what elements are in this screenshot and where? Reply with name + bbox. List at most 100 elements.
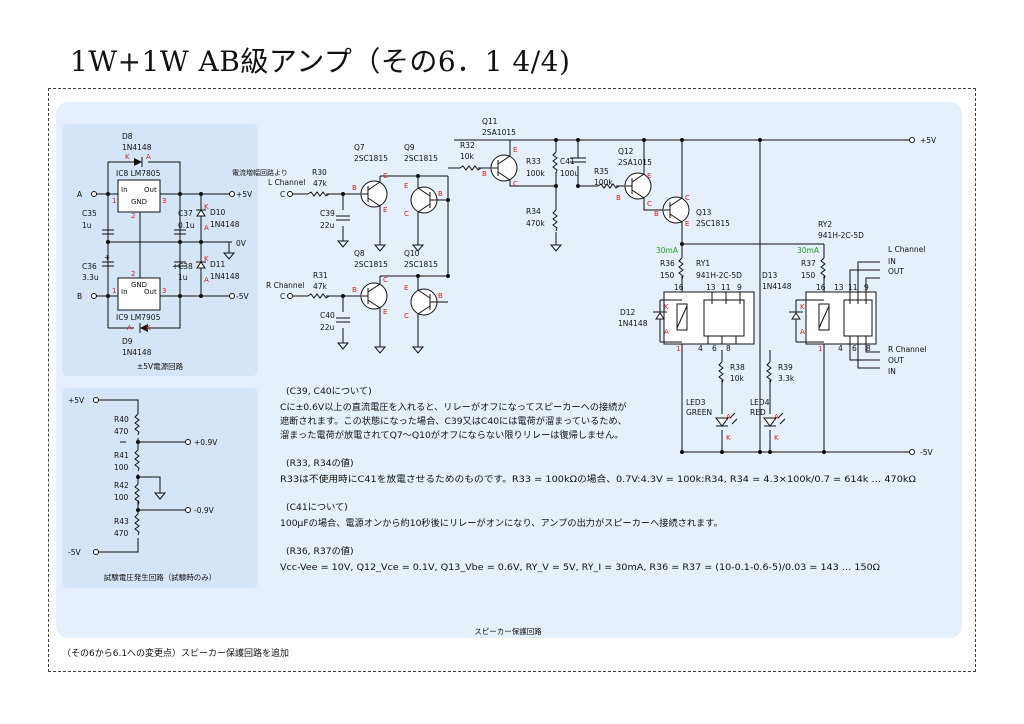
q8-part: 2SC1815 bbox=[354, 260, 388, 269]
r38-label: R38 bbox=[730, 363, 745, 372]
d12-label: D12 bbox=[620, 308, 636, 317]
sheet-border bbox=[48, 88, 976, 672]
q7-label: Q7 bbox=[354, 143, 365, 152]
r36-value: 150 bbox=[660, 271, 675, 280]
ry2-pin11: 11 bbox=[848, 283, 858, 292]
q12-label: Q12 bbox=[618, 147, 634, 156]
q9-label: Q9 bbox=[404, 143, 415, 152]
q12-b: B bbox=[616, 194, 621, 202]
ic9-pin-in: In bbox=[121, 288, 128, 296]
q7-e: E bbox=[383, 206, 387, 214]
r43-label: R43 bbox=[114, 517, 129, 526]
note-p4: Vcc-Vee = 10V, Q12_Vce = 0.1V, Q13_Vbe =… bbox=[280, 562, 880, 573]
ry1-pin4: 4 bbox=[698, 344, 703, 353]
d10-label: D10 bbox=[210, 208, 226, 217]
c40-value: 22u bbox=[320, 323, 335, 332]
q10-c: C bbox=[404, 312, 409, 320]
lch-in: IN bbox=[888, 257, 896, 266]
q12-c: C bbox=[647, 200, 652, 208]
test-p09: +0.9V bbox=[194, 438, 218, 447]
q11-b: B bbox=[482, 170, 487, 178]
ic8-pin-gnd: GND bbox=[131, 198, 147, 206]
ry1-value: 941H-2C-5D bbox=[696, 271, 742, 280]
d11-a: A bbox=[204, 276, 209, 284]
r35-value: 100k bbox=[594, 178, 613, 187]
q13-c: C bbox=[685, 194, 690, 202]
power-caption: ±5V電源回路 bbox=[137, 361, 184, 371]
d11-value: 1N4148 bbox=[210, 272, 240, 281]
led4-label: LED4 bbox=[750, 398, 770, 407]
r35-label: R35 bbox=[594, 167, 609, 176]
q8-label: Q8 bbox=[354, 249, 365, 258]
note-p1c: 溜まった電荷が放電されてQ7〜Q10がオフにならない限りリレーは復帰しません。 bbox=[280, 429, 623, 441]
d11-k: K bbox=[204, 255, 209, 263]
note-h1: (C39, C40について) bbox=[286, 386, 372, 397]
ic9-label: IC9 LM7905 bbox=[116, 313, 161, 322]
ic9-pin3-num: 3 bbox=[162, 287, 166, 295]
src-label: 電流増幅回路より bbox=[232, 168, 288, 177]
r42-label: R42 bbox=[114, 481, 129, 490]
r32-label: R32 bbox=[460, 141, 475, 150]
lch-c-label: C bbox=[280, 190, 285, 199]
q10-b: B bbox=[438, 292, 443, 300]
c36-plus: + bbox=[104, 253, 110, 262]
rail-m5: -5V bbox=[920, 448, 933, 457]
d10-a: A bbox=[204, 224, 209, 232]
r34-value: 470k bbox=[526, 219, 545, 228]
q8-e: E bbox=[383, 308, 387, 316]
main-panel bbox=[56, 102, 962, 638]
ry1-pin13: 13 bbox=[706, 283, 716, 292]
rch-out: OUT bbox=[888, 356, 904, 365]
d13-value: 1N4148 bbox=[762, 282, 792, 291]
rch-out-label: R Channel bbox=[888, 345, 926, 354]
note-p2: R33は不使用時にC41を放電させるためのものです。R33 = 100kΩの場合… bbox=[280, 473, 916, 485]
r32-value: 10k bbox=[460, 152, 475, 161]
q11-e: E bbox=[513, 146, 517, 154]
psu-out-p5: +5V bbox=[236, 190, 253, 199]
d9-value: 1N4148 bbox=[122, 348, 152, 357]
q10-e: E bbox=[404, 284, 408, 292]
q13-b: B bbox=[654, 210, 659, 218]
c36-label: C36 bbox=[82, 262, 97, 271]
protect-caption: スピーカー保護回路 bbox=[474, 626, 542, 636]
ic8-pin2-num: 2 bbox=[131, 212, 135, 220]
r30-value: 47k bbox=[313, 179, 328, 188]
note-p1b: 遮断されます。この状態になった場合、C39又はC40には電荷が溜まっているため、 bbox=[280, 415, 627, 427]
d9-a: A bbox=[127, 324, 132, 332]
q8-b: B bbox=[352, 286, 357, 294]
test-voltage-circuit bbox=[93, 397, 191, 555]
r41-value: 100 bbox=[114, 463, 129, 472]
d12-value: 1N4148 bbox=[618, 319, 648, 328]
led3-label: LED3 bbox=[686, 398, 706, 407]
ry1-pin16: 16 bbox=[674, 283, 684, 292]
ic8-pin3-num: 3 bbox=[162, 197, 166, 205]
d9-k: K bbox=[146, 324, 151, 332]
led4-k: K bbox=[774, 434, 779, 442]
current-1: 30mA bbox=[656, 246, 679, 255]
d9-label: D9 bbox=[122, 337, 133, 346]
q7-b: B bbox=[352, 184, 357, 192]
test-p5: +5V bbox=[68, 396, 85, 405]
q12-part: 2SA1015 bbox=[618, 158, 652, 167]
d8-a: A bbox=[146, 153, 151, 161]
q7-c: C bbox=[383, 172, 388, 180]
note-p3: 100μFの場合、電源オンから約10秒後にリレーがオンになり、アンプの出力がスピ… bbox=[280, 517, 723, 529]
rch-c-label: C bbox=[280, 292, 285, 301]
q13-part: 2SC1815 bbox=[696, 219, 730, 228]
r41-label: R41 bbox=[114, 451, 129, 460]
ry1-pin1: 1 bbox=[676, 345, 680, 353]
ry1-label: RY1 bbox=[696, 259, 710, 268]
ic8-label: IC8 LM7805 bbox=[116, 169, 161, 178]
r36-label: R36 bbox=[660, 259, 675, 268]
r40-label: R40 bbox=[114, 415, 129, 424]
ic8-regulator bbox=[117, 179, 161, 213]
ry2-pin4: 4 bbox=[838, 344, 843, 353]
r39-label: R39 bbox=[778, 363, 793, 372]
current-2: 30mA bbox=[797, 246, 820, 255]
r33-value: 100k bbox=[526, 169, 545, 178]
q11-c: C bbox=[513, 180, 518, 188]
led4-a: A bbox=[774, 413, 779, 421]
ry1-pin6: 6 bbox=[712, 344, 717, 353]
d10-value: 1N4148 bbox=[210, 220, 240, 229]
c38-plus: + bbox=[172, 262, 178, 271]
